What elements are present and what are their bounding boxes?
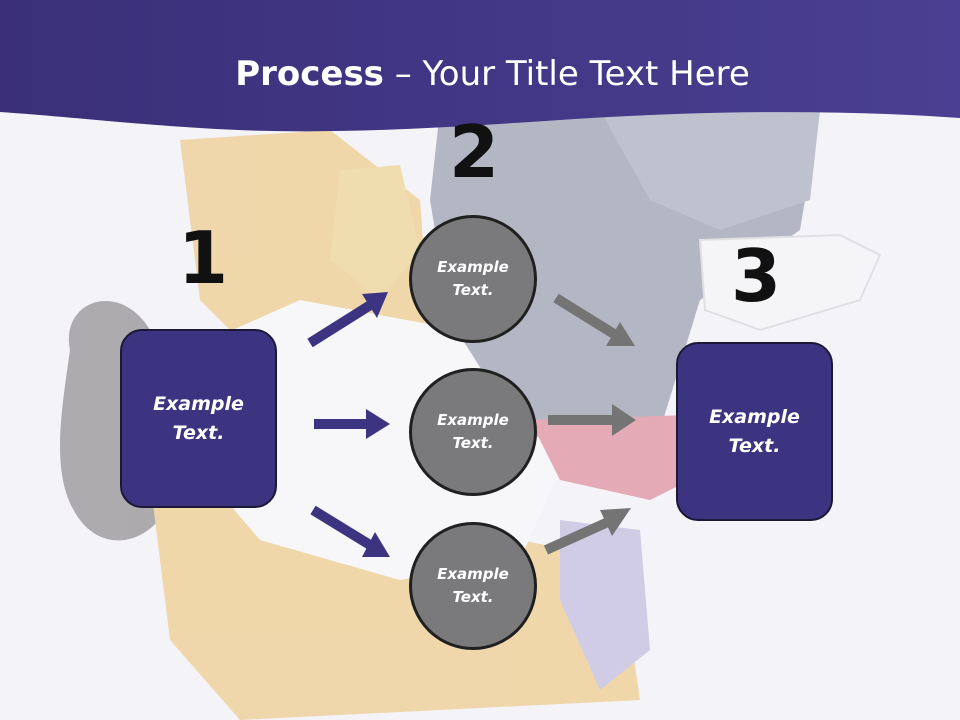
circle-top-text: Example Text. bbox=[437, 258, 509, 299]
arrow-to-bottom bbox=[310, 505, 390, 557]
step-2-circle-bottom: Example Text. bbox=[409, 522, 537, 650]
title-bold: Process bbox=[235, 54, 384, 94]
arrow-to-top bbox=[307, 292, 388, 348]
step-1-text: Example Text. bbox=[153, 392, 244, 444]
arrow-from-bottom bbox=[543, 508, 631, 555]
arrow-from-middle bbox=[548, 404, 636, 436]
step-3-box: Example Text. bbox=[676, 342, 833, 521]
slide-title: Process – Your Title Text Here bbox=[0, 52, 960, 96]
step-number-1: 1 bbox=[178, 216, 229, 300]
step-2-circle-top: Example Text. bbox=[409, 215, 537, 343]
step-1-box: Example Text. bbox=[120, 329, 277, 508]
step-2-circle-middle: Example Text. bbox=[409, 368, 537, 496]
circle-middle-text: Example Text. bbox=[437, 411, 509, 452]
step-number-2: 2 bbox=[449, 110, 500, 194]
title-banner bbox=[0, 0, 960, 132]
step-3-text: Example Text. bbox=[709, 405, 800, 457]
title-rest: – Your Title Text Here bbox=[383, 54, 750, 94]
step-number-3: 3 bbox=[731, 234, 782, 318]
arrow-to-middle bbox=[314, 409, 390, 439]
circle-bottom-text: Example Text. bbox=[437, 565, 509, 606]
arrow-from-top bbox=[553, 293, 635, 346]
